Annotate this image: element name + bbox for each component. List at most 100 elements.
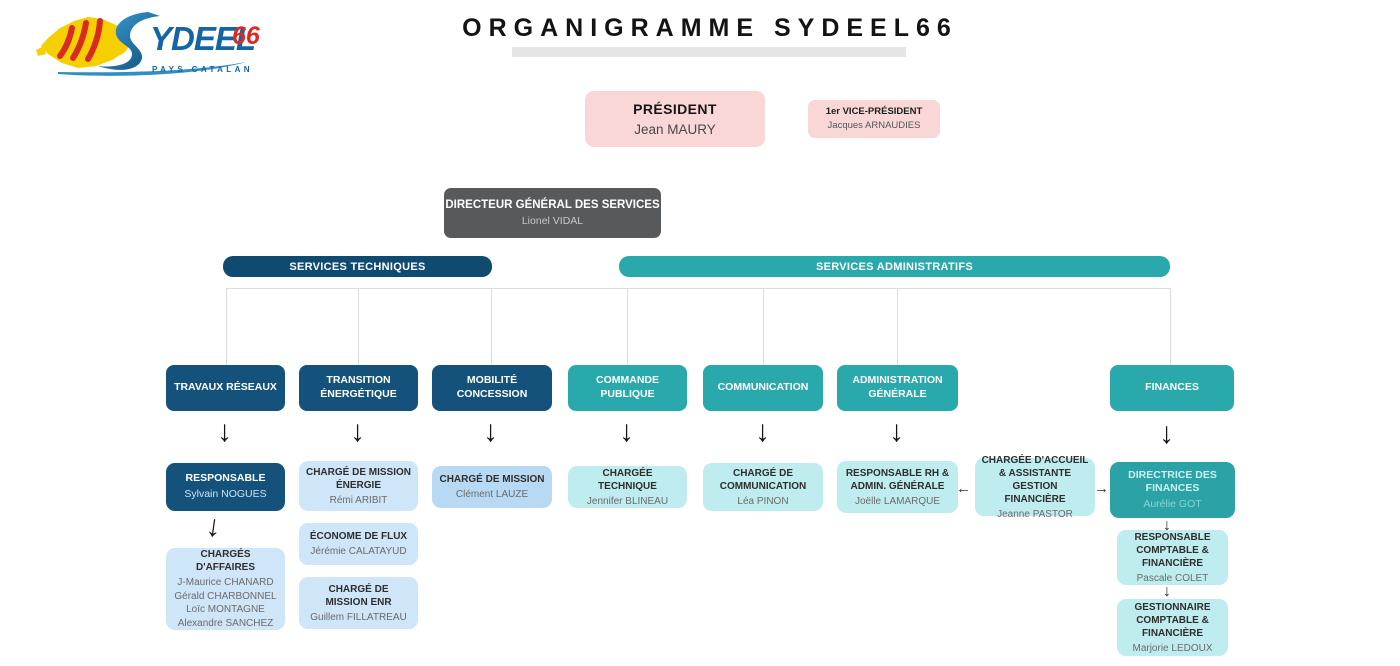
node-title: CHARGÉ DE MISSION ENR	[325, 583, 392, 608]
connector-line	[763, 288, 764, 365]
node-title: CHARGÉ DE MISSION ÉNERGIE	[305, 466, 411, 491]
logo-claw-icon	[57, 18, 103, 62]
node-title: DIRECTRICE DES FINANCES	[1128, 468, 1217, 495]
node-responsable-travaux: RESPONSABLE Sylvain NOGUES	[166, 463, 285, 511]
arrow-down-icon: ↓	[483, 415, 498, 448]
node-title: ÉCONOME DE FLUX	[309, 531, 408, 542]
node-charge-mission-enr: CHARGÉ DE MISSION ENR Guillem FILLATREAU	[299, 577, 418, 629]
node-first-vice-president: 1er VICE-PRÉSIDENT Jacques ARNAUDIES	[808, 100, 940, 138]
bar-label: SERVICES TECHNIQUES	[289, 260, 426, 273]
arrow-down-icon: ↓	[217, 415, 232, 448]
node-person-name: Guillem FILLATREAU	[310, 611, 407, 623]
node-president: PRÉSIDENT Jean MAURY	[585, 91, 765, 147]
node-person-name: Joëlle LAMARQUE	[854, 495, 941, 507]
node-title: CHARGÉ DE COMMUNICATION	[719, 467, 807, 492]
node-person-name: Clément LAUZE	[455, 489, 529, 500]
arrow-down-icon: ↓	[1163, 583, 1171, 600]
dept-label: FINANCES	[1145, 381, 1199, 394]
node-person-name: Jérémie CALATAYUD	[310, 546, 407, 557]
logo-swoosh-icon	[98, 12, 160, 70]
node-dept-finances: FINANCES	[1110, 365, 1234, 411]
logo-graphic: YDEEL 66 PAYS CATALAN	[36, 12, 261, 76]
title-underline	[512, 47, 906, 57]
node-title: DIRECTEUR GÉNÉRAL DES SERVICES	[445, 198, 660, 211]
arrow-down-icon: ↓	[1163, 517, 1171, 534]
connector-line	[1170, 288, 1171, 365]
team-member: Gérald CHARBONNEL	[174, 590, 277, 602]
node-title: PRÉSIDENT	[633, 100, 717, 117]
node-chargee-accueil: CHARGÉE D'ACCUEIL & ASSISTANTE GESTION F…	[975, 455, 1095, 520]
arrow-down-icon: ↓	[1159, 417, 1174, 450]
bar-services-administratifs: SERVICES ADMINISTRATIFS	[619, 256, 1170, 277]
arrow-down-icon: ↓	[619, 415, 634, 448]
node-charge-mission-energie: CHARGÉ DE MISSION ÉNERGIE Rémi ARIBIT	[299, 461, 418, 511]
node-directrice-finances: DIRECTRICE DES FINANCES Aurélie GOT	[1110, 462, 1235, 518]
node-responsable-comptable: RESPONSABLE COMPTABLE & FINANCIÈRE Pasca…	[1117, 530, 1228, 585]
node-person-name: Jacques ARNAUDIES	[827, 119, 921, 131]
team-members: J-Maurice CHANARD Gérald CHARBONNEL Loïc…	[174, 576, 276, 630]
node-person-name: Jean MAURY	[634, 121, 716, 137]
team-member: Alexandre SANCHEZ	[177, 617, 274, 629]
connector-line	[627, 288, 628, 365]
arrow-down-icon: ↓	[203, 509, 224, 544]
node-gestionnaire-comptable: GESTIONNAIRE COMPTABLE & FINANCIÈRE Marj…	[1117, 599, 1228, 656]
node-dept-administration-generale: ADMINISTRATION GÉNÉRALE	[837, 365, 958, 411]
node-title: RESPONSABLE	[185, 472, 266, 485]
node-title: RESPONSABLE RH & ADMIN. GÉNÉRALE	[845, 467, 950, 492]
logo-brand-suffix: 66	[232, 22, 261, 50]
node-dept-transition-energetique: TRANSITION ÉNERGÉTIQUE	[299, 365, 418, 411]
node-title: CHARGÉE D'ACCUEIL & ASSISTANTE GESTION F…	[981, 454, 1089, 505]
connector-line	[358, 288, 359, 365]
sydeel66-logo: YDEEL 66 PAYS CATALAN	[28, 6, 263, 83]
node-person-name: Marjorie LEDOUX	[1132, 642, 1213, 654]
node-charge-communication: CHARGÉ DE COMMUNICATION Léa PINON	[703, 463, 823, 511]
node-person-name: Rémi ARIBIT	[329, 494, 388, 506]
node-person-name: Léa PINON	[737, 495, 789, 507]
node-title: CHARGÉS D'AFFAIRES	[195, 549, 256, 573]
node-title: CHARGÉ DE MISSION	[439, 474, 545, 485]
node-person-name: Aurélie GOT	[1143, 497, 1202, 510]
node-dept-mobilite-concession: MOBILITÉ CONCESSION	[432, 365, 552, 411]
dept-label: COMMANDE PUBLIQUE	[596, 374, 659, 400]
node-person-name: Sylvain NOGUES	[184, 488, 267, 500]
dept-label: COMMUNICATION	[717, 381, 809, 394]
connector-line	[226, 288, 1171, 289]
arrow-down-icon: ↓	[889, 415, 904, 448]
team-member: Loïc MONTAGNE	[186, 604, 265, 615]
node-title: 1er VICE-PRÉSIDENT	[825, 106, 923, 118]
node-charges-affaires: CHARGÉS D'AFFAIRES J-Maurice CHANARD Gér…	[166, 548, 285, 630]
node-econome-flux: ÉCONOME DE FLUX Jérémie CALATAYUD	[299, 523, 418, 565]
dept-label: MOBILITÉ CONCESSION	[456, 374, 528, 400]
node-title: GESTIONNAIRE COMPTABLE & FINANCIÈRE	[1134, 601, 1211, 639]
node-dept-travaux-reseaux: TRAVAUX RÉSEAUX	[166, 365, 285, 411]
node-responsable-rh: RESPONSABLE RH & ADMIN. GÉNÉRALE Joëlle …	[837, 461, 958, 513]
arrow-right-icon: →	[1094, 480, 1109, 497]
logo-swoosh-tail-icon	[58, 62, 246, 76]
arrow-left-icon: ←	[956, 480, 971, 497]
node-chargee-technique: CHARGÉE TECHNIQUE Jennifer BLINEAU	[568, 466, 687, 508]
page-title: ORGANIGRAMME SYDEEL66	[462, 14, 958, 42]
bar-label: SERVICES ADMINISTRATIFS	[815, 260, 974, 273]
arrow-down-icon: ↓	[350, 415, 365, 448]
dept-label: ADMINISTRATION GÉNÉRALE	[852, 374, 943, 400]
node-person-name: Jeanne PASTOR	[997, 508, 1073, 520]
node-director-general: DIRECTEUR GÉNÉRAL DES SERVICES Lionel VI…	[444, 188, 661, 238]
node-person-name: Lionel VIDAL	[521, 214, 584, 227]
connector-line	[491, 288, 492, 365]
node-title: RESPONSABLE COMPTABLE & FINANCIÈRE	[1134, 531, 1211, 569]
node-dept-commande-publique: COMMANDE PUBLIQUE	[568, 365, 687, 411]
node-dept-communication: COMMUNICATION	[703, 365, 823, 411]
node-person-name: Pascale COLET	[1136, 572, 1209, 584]
node-title: CHARGÉE TECHNIQUE	[598, 467, 657, 492]
connector-line	[226, 288, 227, 365]
logo-brand-rest: YDEEL	[150, 20, 255, 57]
dept-label: TRAVAUX RÉSEAUX	[174, 381, 277, 394]
connector-line	[897, 288, 898, 365]
node-person-name: Jennifer BLINEAU	[586, 495, 669, 507]
bar-services-techniques: SERVICES TECHNIQUES	[223, 256, 492, 277]
logo-tagline: PAYS CATALAN	[152, 65, 253, 74]
dept-label: TRANSITION ÉNERGÉTIQUE	[320, 374, 397, 400]
arrow-down-icon: ↓	[755, 415, 770, 448]
node-charge-mission-mobilite: CHARGÉ DE MISSION Clément LAUZE	[432, 466, 552, 508]
